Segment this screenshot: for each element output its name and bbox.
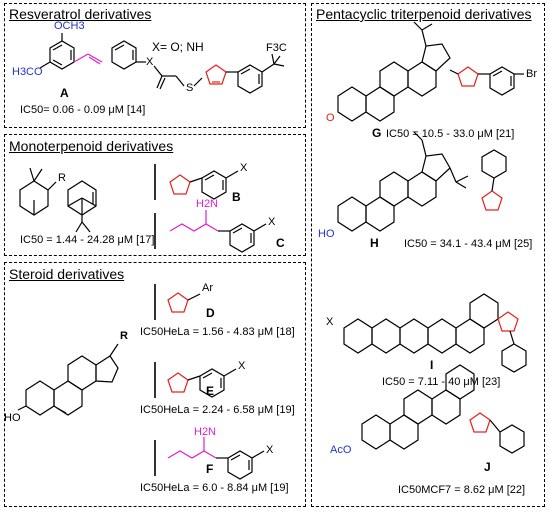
ic50-h: IC50 = 34.1 - 43.4 μM [25] xyxy=(404,238,533,250)
structure-d xyxy=(154,284,201,320)
panel-pentacyclic xyxy=(311,3,545,507)
monoterpenoid-title: Monoterpenoid derivatives xyxy=(9,138,174,154)
atom-cf3: F3C xyxy=(266,42,287,54)
structure-b xyxy=(154,164,239,200)
ic50-j: IC50MCF7 = 8.62 μM [22] xyxy=(398,484,526,496)
label-d: D xyxy=(206,306,215,320)
atom-ome-top: OCH3 xyxy=(54,20,85,32)
ic50-monoterpenoid: IC50 = 1.44 - 24.28 μM [17] xyxy=(20,234,155,246)
atom-br-g: Br xyxy=(526,68,537,80)
label-b: B xyxy=(232,190,241,204)
atom-o-g: O xyxy=(326,112,335,124)
atom-ar-d: Ar xyxy=(202,282,213,294)
ic50-g: IC50 = 10.5 - 33.0 μM [21] xyxy=(386,128,515,140)
atom-ho-steroid: HO xyxy=(4,412,21,424)
atom-x-i: X xyxy=(326,316,334,328)
atom-s-a: S xyxy=(186,82,194,94)
atom-x-c: X xyxy=(268,216,276,228)
atom-x-a: X xyxy=(146,56,154,68)
atom-ome-left: H3CO xyxy=(12,66,43,78)
structure-steroid xyxy=(17,343,119,416)
ic50-e: IC50HeLa = 2.24 - 6.58 μM [19] xyxy=(140,404,295,416)
structure-f xyxy=(154,437,265,480)
structure-i xyxy=(343,293,527,373)
atom-h2n-c: H2N xyxy=(196,198,219,210)
ic50-a: IC50= 0.06 - 0.09 μM [14] xyxy=(20,104,146,116)
atom-h2n-f: H2N xyxy=(194,426,217,438)
structure-a xyxy=(39,33,285,94)
pentacyclic-title: Pentacyclic triterpenoid derivatives xyxy=(316,6,532,22)
label-h: H xyxy=(370,236,379,250)
resveratrol-title: Resveratrol derivatives xyxy=(9,6,152,22)
atom-x-b: X xyxy=(240,162,248,174)
atom-r-mono: R xyxy=(58,172,66,184)
ic50-i: IC50 = 7.11 - 40 μM [23] xyxy=(382,376,501,388)
structure-e xyxy=(154,362,237,398)
steroid-title: Steroid derivatives xyxy=(9,266,125,282)
structure-monoterpene-2 xyxy=(67,180,97,233)
structure-monoterpene-1 xyxy=(19,167,57,216)
label-a: A xyxy=(60,86,69,100)
structure-c xyxy=(154,210,267,253)
atom-x-f: X xyxy=(266,444,274,456)
ic50-d: IC50HeLa = 1.56 - 4.83 μM [18] xyxy=(140,326,295,338)
panel-monoterpenoid xyxy=(4,134,306,256)
label-f: F xyxy=(206,462,214,476)
atom-r-steroid: R xyxy=(120,330,128,342)
structure-j xyxy=(361,364,525,454)
atom-ho-h: HO xyxy=(318,228,335,240)
ic50-f: IC50HeLa = 6.0 - 8.84 μM [19] xyxy=(140,482,289,494)
panel-steroid xyxy=(4,262,306,507)
label-g: G xyxy=(372,126,382,140)
atom-aco-j: AcO xyxy=(330,444,352,456)
label-i: I xyxy=(430,358,434,372)
x-definition-note: X= O; NH xyxy=(152,40,204,54)
atom-x-e: X xyxy=(238,360,246,372)
panel-resveratrol xyxy=(4,3,306,128)
label-c: C xyxy=(276,236,285,250)
label-e: E xyxy=(206,384,215,398)
label-j: J xyxy=(484,460,491,474)
structure-g xyxy=(337,21,524,122)
structure-h xyxy=(337,131,507,232)
